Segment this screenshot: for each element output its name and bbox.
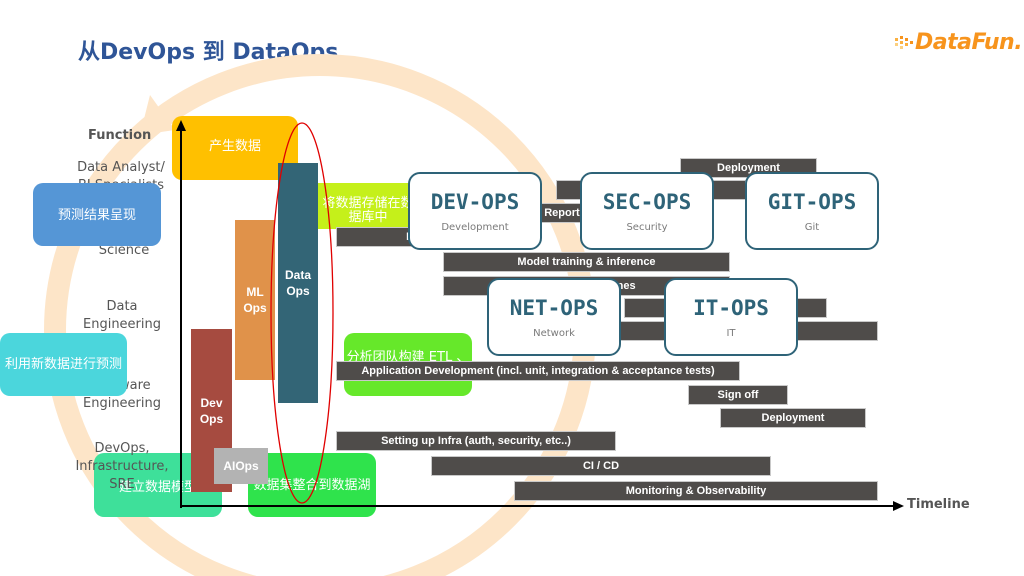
cycle-step-label: 利用新数据进行预测 — [4, 357, 122, 372]
bar-setting-up-infra: Setting up Infra (auth, security, etc..) — [336, 431, 616, 451]
mlops-column: ML Ops — [235, 220, 275, 380]
logo-text: DataFun. — [915, 30, 1023, 55]
bar-model-training: Model training & inference — [443, 252, 730, 272]
dataops-column: Data Ops — [278, 163, 318, 403]
y-axis-label: Function — [88, 128, 152, 143]
ops-card-sec-ops: SEC-OPS Security — [580, 172, 714, 250]
x-axis-arrow-icon — [893, 501, 904, 511]
ops-card-title: DEV-OPS — [430, 189, 520, 214]
ops-card-title: GIT-OPS — [767, 189, 857, 214]
ops-card-git-ops: GIT-OPS Git — [745, 172, 879, 250]
bar-sign-off: Sign off — [688, 385, 788, 405]
ops-card-net-ops: NET-OPS Network — [487, 278, 621, 356]
bar-reports: Reports — [540, 203, 590, 223]
ops-card-title: IT-OPS — [693, 295, 769, 320]
logo-dots-icon — [895, 36, 913, 49]
ops-card-dev-ops: DEV-OPS Development — [408, 172, 542, 250]
datafun-logo: DataFun. — [893, 28, 1023, 60]
cycle-step-store-data: 将数据存储在数据库中 — [318, 183, 418, 229]
ops-card-title: SEC-OPS — [602, 189, 692, 214]
bar-application-development: Application Development (incl. unit, int… — [336, 361, 740, 381]
ops-card-subtitle: Network — [533, 327, 575, 339]
aiops-box: AIOps — [214, 448, 268, 484]
x-axis-label: Timeline — [907, 497, 970, 512]
cycle-step-label: 数据集整合到数据湖 — [253, 477, 371, 493]
ops-card-subtitle: IT — [726, 327, 736, 339]
ops-card-subtitle: Development — [441, 221, 509, 233]
bar-deployment: Deployment — [720, 408, 866, 428]
ops-card-subtitle: Security — [626, 221, 668, 233]
bar-monitoring-observability: Monitoring & Observability — [514, 481, 878, 501]
cycle-step-label: 建立数据模型 — [118, 480, 197, 495]
bar-ci-cd: CI / CD — [431, 456, 771, 476]
cycle-step-label: 将数据存储在数据库中 — [322, 196, 414, 225]
function-data-engineering: Data Engineering — [83, 299, 161, 332]
cycle-step-present-results: 预测结果呈现 — [33, 183, 161, 246]
cycle-step-label: 预测结果呈现 — [57, 208, 136, 223]
cycle-step-label: 产生数据 — [208, 139, 261, 154]
cycle-step-predict: 利用新数据进行预测 — [0, 333, 127, 396]
function-devops-infra-sre: DevOps, Infrastructure, SRE — [75, 441, 169, 492]
ops-card-subtitle: Git — [804, 221, 820, 233]
ops-card-it-ops: IT-OPS IT — [664, 278, 798, 356]
page-title: 从DevOps 到 DataOps — [78, 40, 339, 65]
ops-card-title: NET-OPS — [509, 295, 599, 320]
